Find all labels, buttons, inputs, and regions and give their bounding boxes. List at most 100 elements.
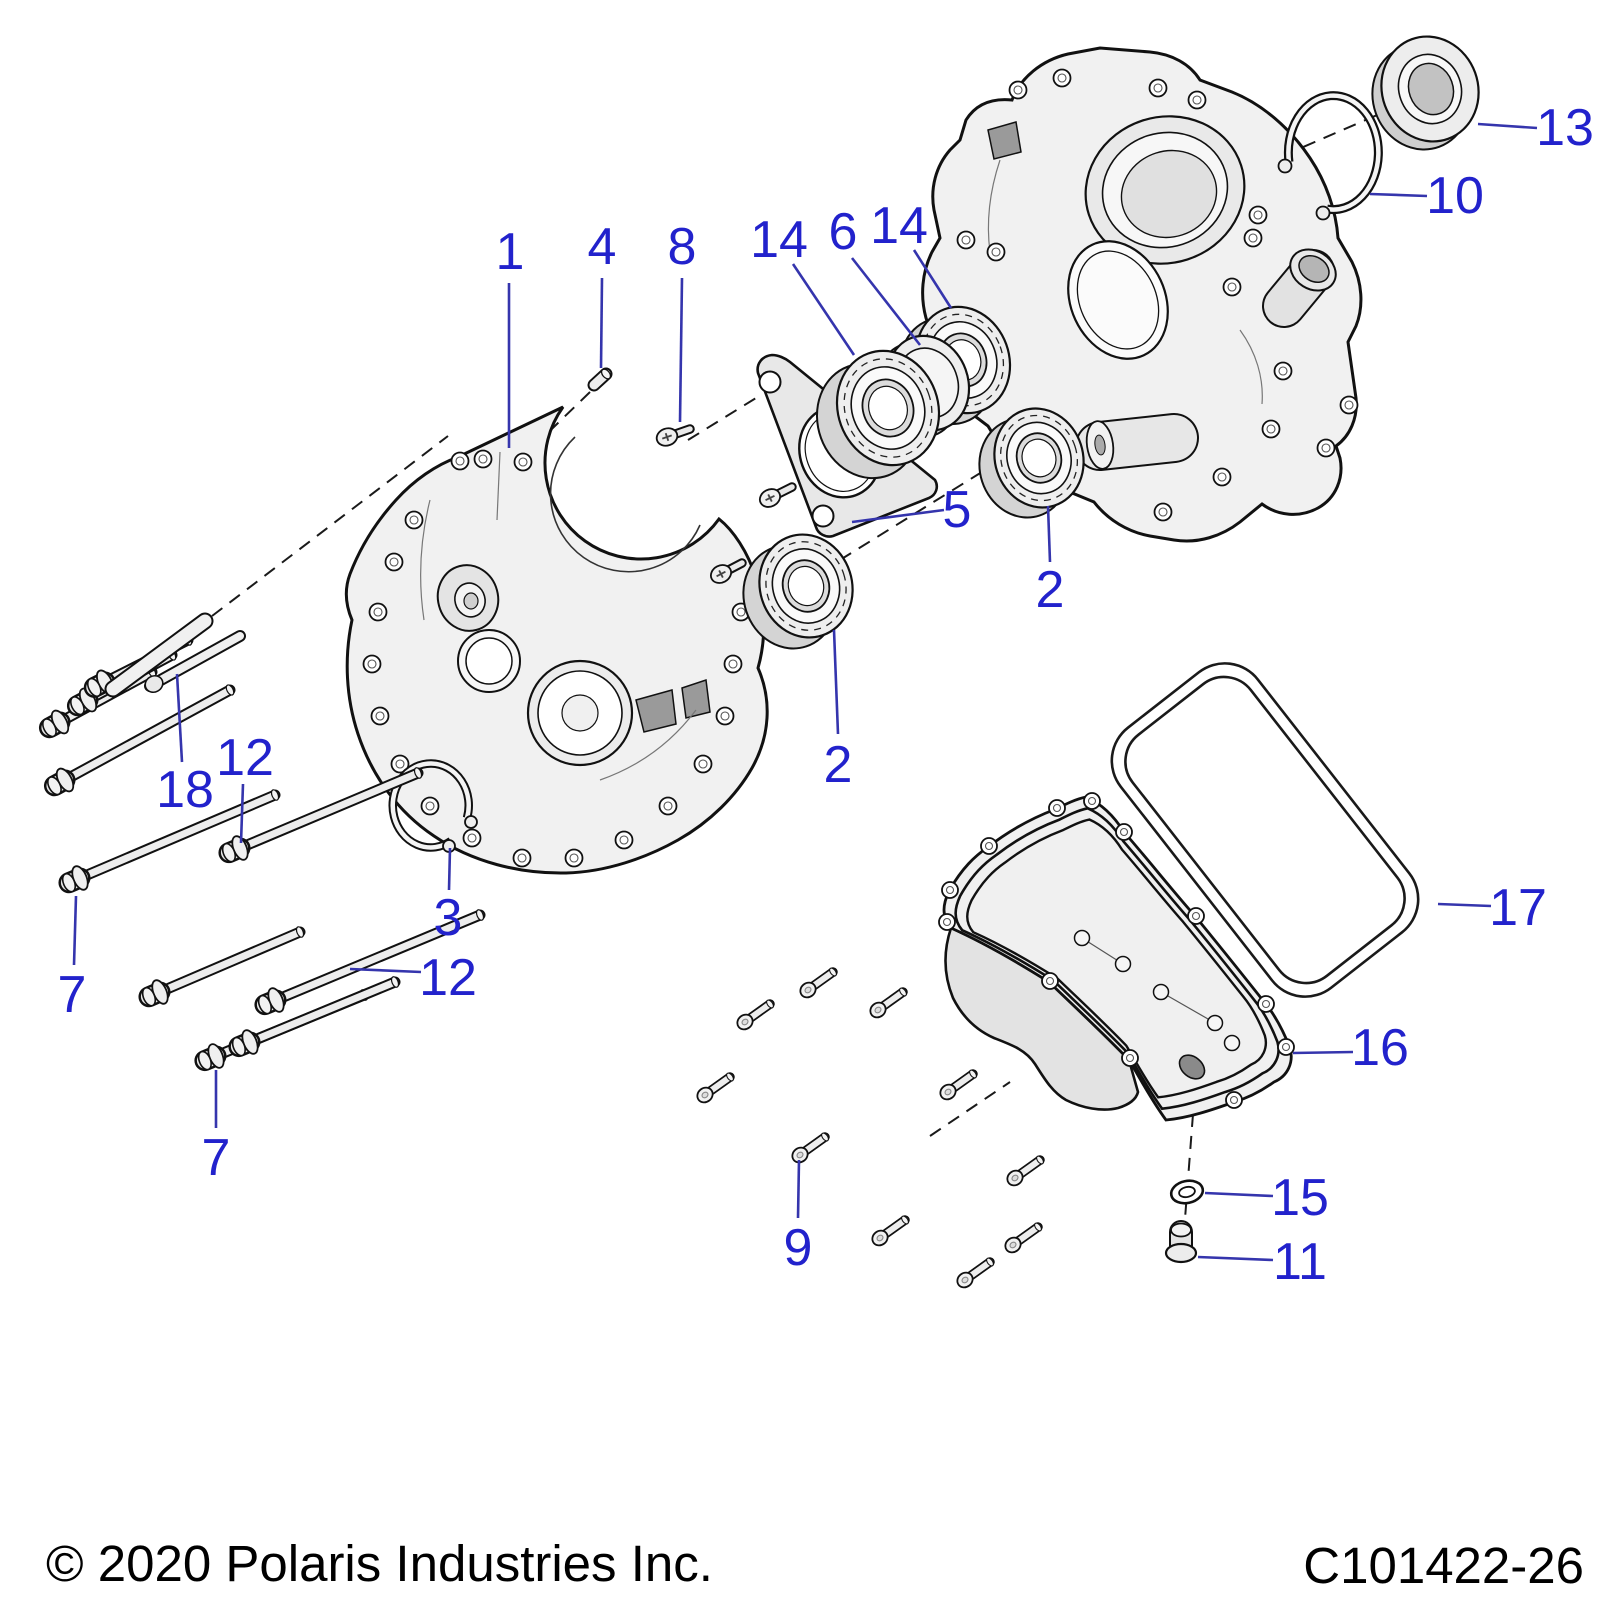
case-rib-line — [599, 709, 697, 781]
bolt-hole-inner — [1057, 73, 1067, 83]
part-fill — [272, 911, 484, 1004]
axis-line — [839, 461, 999, 561]
gasket-outer-line — [1110, 662, 1420, 998]
small-screw — [956, 1257, 995, 1289]
small-screw — [1004, 1222, 1043, 1254]
small-screw — [736, 999, 775, 1031]
retainer-plate-hole — [758, 370, 782, 394]
cylinder-bore-inner-line — [1076, 250, 1160, 350]
part-fill — [1014, 1224, 1041, 1245]
callout-16-label: 16 — [1351, 1019, 1409, 1077]
case-window-opening — [681, 678, 711, 719]
bolt-hole-inner — [1217, 472, 1227, 482]
stud — [144, 630, 246, 694]
bolt-hole-inner — [1253, 210, 1263, 220]
screw-tip — [821, 1132, 829, 1142]
phillips-cross-icon — [716, 570, 726, 578]
gasket-inner-line — [1124, 675, 1406, 985]
dowel-pin — [587, 367, 613, 392]
bolt-hole — [614, 830, 634, 850]
axis-line — [929, 1081, 1011, 1137]
case-rib-line — [420, 499, 431, 621]
bolt-hole-inner — [1125, 1053, 1135, 1063]
pan-floor-hole — [1073, 929, 1091, 947]
screw-socket — [1009, 1241, 1017, 1249]
sealing-washer-15 — [1169, 1179, 1205, 1205]
case-window-opening — [987, 121, 1022, 160]
callout-8-label: 8 — [668, 218, 697, 276]
bearing-ball-cage — [765, 541, 847, 631]
bolt-hole-inner — [1227, 282, 1237, 292]
bearing-ball-cage — [843, 358, 933, 458]
part-fill — [106, 614, 212, 696]
seal-bore — [1407, 62, 1455, 116]
leader-line — [796, 1159, 801, 1219]
bolt-hole-inner — [389, 557, 399, 567]
bolt-hole-inner — [425, 801, 435, 811]
small-screw — [799, 967, 838, 999]
bearing-2-left — [742, 533, 854, 650]
phillips-screw — [758, 482, 797, 508]
bolt-hole-inner — [1278, 366, 1288, 376]
leader-line — [1369, 192, 1428, 198]
hex-flange-bolt — [218, 767, 424, 864]
bolt-hole-inner — [736, 607, 746, 617]
case-window-opening — [635, 689, 677, 733]
plug-flange — [1164, 1242, 1198, 1264]
callout-15-label: 15 — [1271, 1169, 1329, 1227]
bolt-hole — [1148, 78, 1168, 98]
bearing-bore-inner — [868, 385, 908, 431]
snap-ring-wire-fill — [1286, 93, 1381, 212]
stud — [104, 612, 214, 698]
leader-line — [1197, 1255, 1274, 1262]
leader-line — [851, 508, 945, 524]
leader-line — [239, 783, 245, 844]
drain-plug-11 — [1164, 1220, 1198, 1264]
bolt-hole — [1225, 1091, 1243, 1109]
bolt-hole-inner — [1153, 83, 1163, 93]
case-rib-line — [496, 451, 501, 521]
part-fill — [146, 632, 244, 690]
bolt-hole — [1187, 90, 1207, 110]
callout-14-label: 14 — [870, 197, 928, 255]
small-screw — [1006, 1155, 1045, 1187]
bolt-hole — [1222, 277, 1242, 297]
bolt-head-face — [61, 872, 77, 893]
hex-flange-bolt — [228, 976, 401, 1058]
bolt-hole — [1261, 419, 1281, 439]
bearing-bore-inner — [1021, 438, 1057, 478]
screw-tip — [901, 1215, 909, 1225]
bolt-hole-inner — [1344, 400, 1354, 410]
bolt-hole-inner — [1119, 827, 1129, 837]
screw-tip — [829, 967, 837, 977]
axis-line — [211, 435, 449, 617]
callout-12-label: 12 — [216, 729, 274, 787]
plug-top-face — [1170, 1222, 1192, 1238]
bolt-hole-inner — [367, 659, 377, 669]
bolt-hole-inner — [720, 711, 730, 721]
bolt-hole-inner — [1087, 796, 1097, 806]
pan-floor-detail-line — [1160, 991, 1216, 1024]
leader-line — [912, 249, 953, 309]
bolt-hole — [938, 913, 956, 931]
oil-pan — [938, 792, 1295, 1122]
callout-10-label: 10 — [1426, 167, 1484, 225]
bolt-tip — [413, 767, 423, 779]
part-fill — [246, 978, 399, 1046]
bolt-hole-inner — [984, 841, 994, 851]
callout-13-label: 13 — [1536, 99, 1594, 157]
bearing-2-right — [978, 407, 1085, 519]
bolt-hole-inner — [569, 853, 579, 863]
callout-1-label: 1 — [496, 223, 525, 281]
crankshaft-boss-bore — [463, 592, 479, 610]
bolt-hole — [980, 837, 998, 855]
bolt-head-face — [141, 986, 157, 1007]
snap-ring-lug — [1277, 158, 1293, 174]
copyright-text: © 2020 Polaris Industries Inc. — [46, 1535, 713, 1592]
callout-2-label: 2 — [1036, 561, 1065, 619]
oil-pan-gasket — [1110, 662, 1420, 998]
callout-18-label: 18 — [156, 761, 214, 819]
part-fill — [746, 1001, 773, 1022]
bolt-hole — [1153, 502, 1173, 522]
bolt-hole — [1041, 972, 1059, 990]
